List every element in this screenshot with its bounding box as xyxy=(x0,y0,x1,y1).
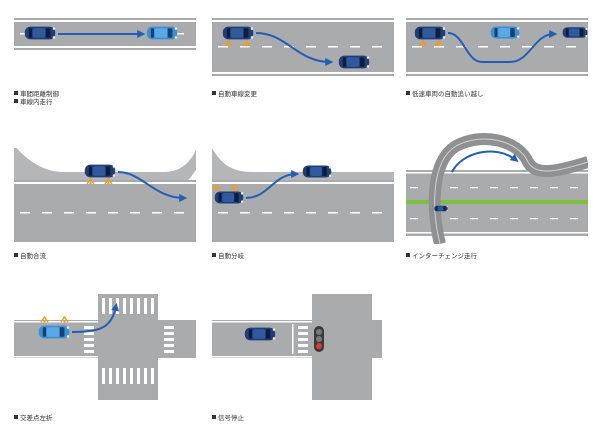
caption-line: 自動合流 xyxy=(20,252,46,260)
panel-overtake: 低速車両の自動追い越し xyxy=(406,18,588,98)
caption: 交差点左折 xyxy=(14,414,53,422)
bullet-square xyxy=(14,253,18,257)
road-edge-line xyxy=(212,356,312,358)
panel-merge: 自動合流 xyxy=(14,132,196,260)
ego-car xyxy=(38,325,70,339)
bullet-square xyxy=(212,415,216,419)
sensor-icon xyxy=(60,316,69,323)
path-arrow xyxy=(255,32,334,66)
slow-lead-car xyxy=(490,26,520,39)
bullet-square xyxy=(212,253,216,257)
panel-interchange-illustration xyxy=(406,133,588,244)
caption-line: 車線内走行 xyxy=(20,98,53,106)
caption-line: 自動車線変更 xyxy=(218,90,257,98)
caption-line: 交差点左折 xyxy=(20,414,53,422)
lane-dash-line xyxy=(20,212,184,214)
bullet-square xyxy=(14,91,18,95)
panel-diverge: 自動分岐 xyxy=(212,132,394,260)
road-edge-line xyxy=(212,182,394,184)
caption-line: 低速車両の自動追い越し xyxy=(412,90,484,98)
diverge-ramp xyxy=(212,148,394,186)
caption: 信号停止 xyxy=(212,414,244,422)
lane-dash-line xyxy=(218,46,382,48)
bullet-square xyxy=(14,99,18,103)
ego-car xyxy=(244,327,276,341)
caption: 車間距離制御 車線内走行 xyxy=(14,90,59,106)
panel-overtake-illustration xyxy=(406,18,588,76)
road-surface xyxy=(14,180,196,242)
lane-dash-line xyxy=(412,46,576,48)
path-arrow xyxy=(117,171,188,202)
caption: インターチェンジ走行 xyxy=(406,252,477,260)
car-on-exit-ramp xyxy=(302,165,332,178)
ego-car xyxy=(84,164,116,178)
car-after-lane-change xyxy=(338,55,370,69)
traffic-signal-icon xyxy=(314,326,324,352)
caption: 低速車両の自動追い越し xyxy=(406,90,484,98)
panel-lane-change-illustration xyxy=(212,18,394,76)
sensor-icon xyxy=(40,316,49,323)
lead-car xyxy=(146,26,178,40)
path-arrow xyxy=(245,170,300,199)
caption-line: 信号停止 xyxy=(218,414,244,422)
panel-interchange: インターチェンジ走行 xyxy=(406,132,588,260)
panel-signal-stop: 信号停止 xyxy=(212,294,394,422)
ego-car xyxy=(222,26,254,40)
caption: 自動分岐 xyxy=(212,252,244,260)
panel-signal-stop-illustration xyxy=(212,294,382,400)
road-edge-line xyxy=(406,72,588,74)
path-arrow xyxy=(71,302,120,333)
vertical-road xyxy=(98,294,158,400)
bullet-square xyxy=(406,91,410,95)
ego-car xyxy=(214,191,244,204)
caption-line: 自動分岐 xyxy=(218,252,244,260)
ego-car xyxy=(24,26,56,40)
road-edge-line xyxy=(14,321,98,323)
ego-car xyxy=(414,26,446,40)
caption: 自動車線変更 xyxy=(212,90,257,98)
path-arrow xyxy=(451,150,519,173)
panel-merge-illustration xyxy=(14,145,196,242)
crosswalk xyxy=(298,326,308,353)
bullet-square xyxy=(14,415,18,419)
ramp-edge-line xyxy=(434,138,588,244)
road-edge-line xyxy=(14,46,196,48)
panel-acc: 車間距離制御 車線内走行 xyxy=(14,18,196,106)
panel-lane-change: 自動車線変更 xyxy=(212,18,394,98)
ego-car xyxy=(434,205,448,212)
stop-line xyxy=(292,324,294,354)
road-edge-line xyxy=(406,20,588,22)
merge-ramp xyxy=(14,148,196,186)
ramp-edge-line xyxy=(212,145,394,171)
road-edge-line xyxy=(14,356,98,358)
panel-diverge-illustration xyxy=(212,145,394,242)
caption-line: 車間距離制御 xyxy=(20,90,59,98)
caption-line: インターチェンジ走行 xyxy=(412,252,477,260)
caption: 自動合流 xyxy=(14,252,46,260)
panel-left-turn: 交差点左折 xyxy=(14,294,196,422)
car-after-overtake xyxy=(562,27,588,38)
bullet-square xyxy=(406,253,410,257)
road-edge-line xyxy=(406,172,588,174)
road-edge-line xyxy=(212,20,394,22)
road-surface xyxy=(212,180,394,242)
path-arrow xyxy=(447,30,558,63)
road-edge-line xyxy=(212,321,312,323)
panel-acc-illustration xyxy=(14,18,196,50)
panel-left-turn-illustration xyxy=(14,294,196,400)
lane-dash-line xyxy=(218,212,382,214)
road-edge-line xyxy=(14,20,196,22)
median-strip xyxy=(406,200,588,204)
bullet-square xyxy=(212,91,216,95)
road-edge-line xyxy=(212,72,394,74)
road-edge-line xyxy=(406,232,588,234)
